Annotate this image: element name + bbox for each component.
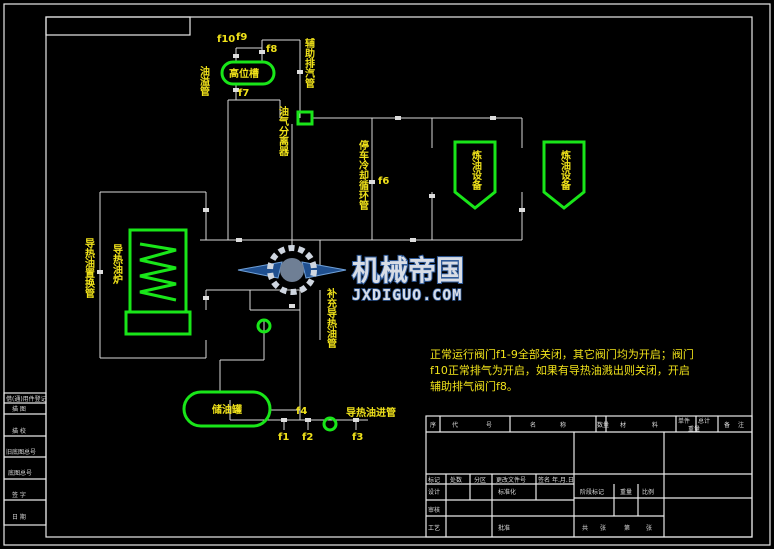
note-line2: f10正常排气为开启，如果有导热油溅出则关闭，开启	[430, 363, 690, 377]
tb-h12: 注	[738, 421, 744, 429]
valve-f7: f7	[238, 88, 249, 99]
label-inlet-pipe: 导热油进管	[346, 406, 396, 419]
valve-f2: f2	[302, 432, 313, 443]
strip-0: 借(通)用件登记	[6, 395, 47, 403]
tb-b4: 比例	[642, 488, 654, 496]
oil-gas-separator	[296, 110, 314, 126]
left-strip: 借(通)用件登记 描 图 描 校 旧底图总号 底图总号 签 字 日 期	[3, 392, 47, 526]
tb-h7: 料	[652, 421, 658, 429]
tb-h1: 代	[452, 421, 458, 429]
label-refine-1: 炼油设备	[470, 149, 483, 191]
tb-c0: 审核	[428, 506, 440, 514]
label-furnace: 导热油炉	[111, 244, 123, 285]
watermark-cn: 机械帝国	[352, 254, 464, 287]
tb-h5: 数量	[597, 421, 609, 429]
strip-6: 日 期	[12, 513, 26, 521]
tb-d3: 张	[646, 524, 652, 532]
strip-1: 描 图	[12, 405, 26, 413]
tb-h11: 备	[724, 421, 730, 429]
furnace-coil	[139, 242, 177, 302]
tb-h4: 称	[560, 421, 566, 429]
refine-equip-1	[453, 140, 497, 210]
tb-a5: 年.月.日	[552, 476, 574, 484]
label-overflow-pipe: 油溢管	[198, 65, 210, 97]
corner-box	[45, 16, 191, 36]
outer-frame	[3, 3, 771, 546]
title-block: 序 代 号 名 称 数量 材 料 单件 总计 重量 备 注 标记 处数 分区 更…	[425, 415, 753, 538]
valve-f9: f9	[236, 32, 247, 43]
tb-h6: 材	[620, 421, 626, 429]
tb-a0: 标记	[428, 476, 440, 484]
label-separator: 油气分离器	[277, 105, 290, 157]
tb-h3: 名	[530, 421, 536, 429]
label-makeup-pipe: 补充导热油管	[325, 287, 338, 349]
tb-c2: 批准	[498, 524, 510, 532]
strip-5: 签 字	[12, 491, 26, 499]
tb-h0: 序	[430, 421, 436, 429]
tb-d0: 共	[582, 524, 588, 532]
tb-b1: 标准化	[498, 488, 516, 496]
refine-equip-2	[542, 140, 586, 210]
tb-d1: 张	[600, 524, 606, 532]
tb-a3: 更改文件号	[496, 476, 526, 484]
storage-tank	[182, 390, 272, 428]
valve-f8: f8	[266, 44, 277, 55]
valve-f3: f3	[352, 432, 363, 443]
tb-h2: 号	[486, 422, 492, 429]
tb-h9: 总计	[698, 417, 710, 425]
strip-3: 旧底图总号	[6, 448, 36, 456]
tb-b0: 设计	[428, 488, 440, 496]
tb-a4: 签名	[538, 476, 550, 484]
valve-f1: f1	[278, 432, 289, 443]
inner-frame	[45, 16, 753, 538]
tb-c1: 工艺	[428, 524, 440, 532]
strip-2: 描 校	[12, 427, 26, 435]
label-storage-tank: 储油罐	[211, 403, 242, 416]
tb-b2: 阶段标记	[580, 488, 604, 496]
label-aux-vent-pipe: 辅助排汽管	[303, 37, 315, 89]
valve-f10: f10	[217, 34, 235, 45]
valve-f4: f4	[296, 406, 307, 417]
pump-2	[322, 416, 338, 432]
tb-a2: 分区	[474, 476, 486, 484]
pump-1	[256, 318, 272, 334]
watermark: 机械帝国 JXDIGUO.COM	[237, 245, 465, 305]
high-tank	[220, 60, 276, 86]
watermark-en: JXDIGUO.COM	[352, 286, 462, 304]
tb-a1: 处数	[450, 476, 462, 484]
tb-b3: 重量	[620, 488, 632, 496]
label-high-tank: 高位槽	[229, 67, 259, 80]
label-stop-cool: 停车冷却循环管	[357, 139, 369, 211]
operation-note: 正常运行阀门f1-9全部关闭，其它阀门均为开启；阀门 f10正常排气为开启，如果…	[430, 347, 694, 393]
valve-f6: f6	[378, 176, 389, 187]
tb-h8: 单件	[678, 417, 690, 425]
valve-marks	[97, 50, 525, 422]
note-line1: 正常运行阀门f1-9全部关闭，其它阀门均为开启；阀门	[430, 347, 694, 361]
label-refine-2: 炼油设备	[559, 149, 572, 191]
tb-d2: 第	[624, 524, 630, 532]
note-line3: 辅助排气阀门f8。	[430, 379, 518, 393]
strip-4: 底图总号	[8, 469, 32, 477]
label-exchange-pipe: 导热油置换管	[83, 238, 95, 299]
tb-h10: 重量	[688, 425, 700, 433]
furnace-base	[124, 310, 192, 336]
